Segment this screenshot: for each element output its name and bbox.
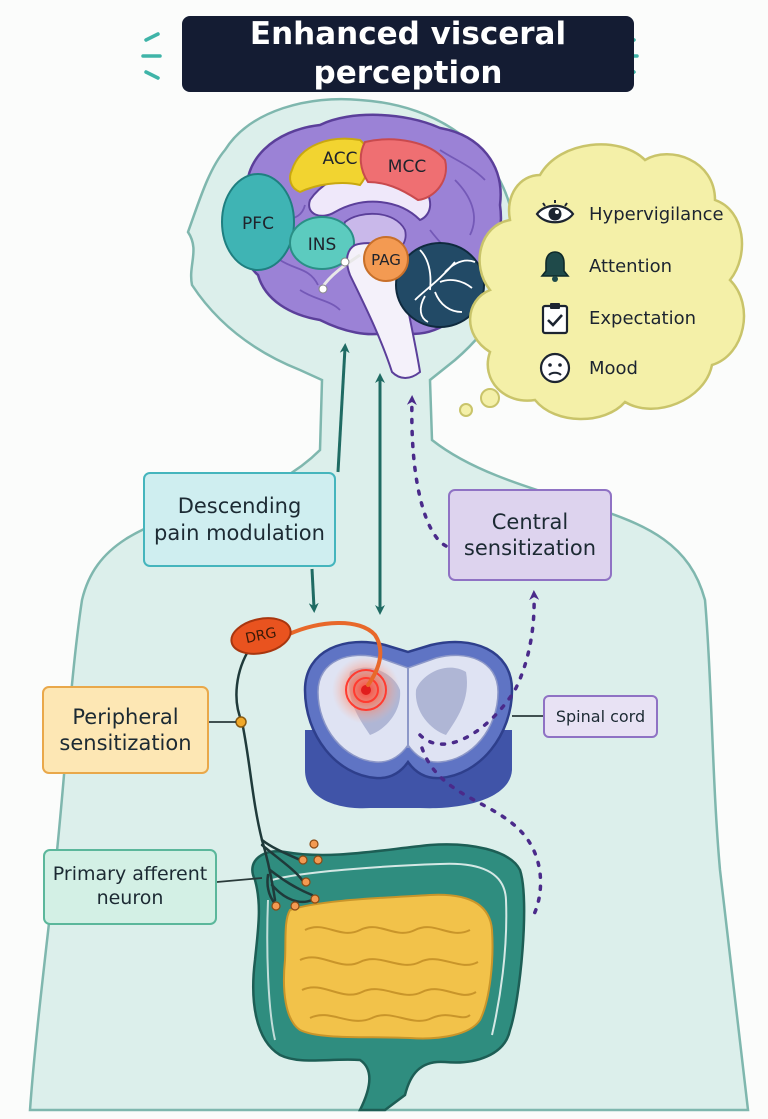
pag-region (363, 236, 409, 282)
thought-item-label: Attention (589, 255, 673, 277)
thought-item-attention: Attention (535, 248, 672, 284)
acc-region (289, 137, 370, 194)
cerebellum-branches (414, 249, 476, 323)
thought-item-label: Expectation (589, 307, 696, 329)
mcc-region (359, 138, 447, 202)
connector-node (318, 284, 328, 294)
drg-ganglion (230, 617, 292, 655)
thought-item-hypervigilance: Hypervigilance (535, 196, 724, 232)
bell-icon (535, 248, 575, 284)
box-connectors (209, 715, 543, 883)
cerebellum (395, 242, 485, 328)
eye-icon (535, 196, 575, 232)
primary-afferent-label: Primary afferent neuron (52, 863, 208, 909)
pag-label: PAG (371, 251, 401, 269)
spinal-cord-label: Spinal cord (555, 706, 646, 726)
mcc-label: MCC (387, 157, 427, 177)
pfc-region (221, 173, 295, 271)
primary-afferent-box: Primary afferent neuron (43, 849, 217, 925)
central-sensitization-box: Central sensitization (448, 489, 612, 581)
sad-face-icon (535, 350, 575, 386)
descending-modulation-box: Descending pain modulation (143, 472, 336, 567)
peripheral-sensitization-box: Peripheral sensitization (42, 686, 209, 774)
descending-modulation-label: Descending pain modulation (154, 494, 325, 545)
ins-label: INS (307, 235, 337, 255)
spinal-cord-box: Spinal cord (543, 695, 658, 738)
spinal-cord-section (303, 640, 514, 809)
thought-item-mood: Mood (535, 350, 638, 386)
afferent-neuron (235, 646, 314, 907)
acc-label: ACC (322, 149, 358, 169)
thought-item-label: Hypervigilance (589, 203, 724, 225)
thought-item-label: Mood (589, 357, 638, 379)
sensitization-arrows (406, 395, 543, 920)
peripheral-sensitization-label: Peripheral sensitization (59, 704, 192, 755)
clipboard-check-icon (535, 300, 575, 336)
drg-axon (285, 621, 383, 687)
thought-item-expectation: Expectation (535, 300, 696, 336)
ins-region (289, 216, 355, 270)
connector-node (340, 257, 350, 267)
page-title: Enhanced visceral perception (182, 16, 634, 92)
pfc-label: PFC (242, 214, 274, 234)
sensitization-node (235, 716, 247, 728)
nerve-endings (271, 839, 323, 911)
central-sensitization-label: Central sensitization (463, 509, 597, 560)
modulation-arrows (308, 343, 385, 615)
intestine (251, 843, 526, 1112)
